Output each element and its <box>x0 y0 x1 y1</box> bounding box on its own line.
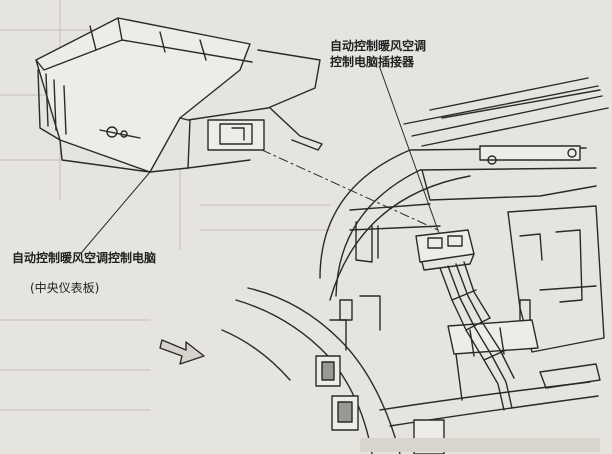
harness-connector <box>415 229 515 411</box>
dashboard-frame <box>319 77 609 351</box>
ecu-leader-line <box>81 171 151 253</box>
lower-dash <box>221 287 601 454</box>
ecu-label-line1: 自动控制暖风空调控制电脑 <box>12 251 157 265</box>
direction-arrow <box>159 339 205 365</box>
connector-leader-line <box>379 67 441 237</box>
ecu-label-line2: (中央仪表板) <box>30 281 100 295</box>
ecu-module <box>35 17 323 173</box>
connector-label-line2: 控制电脑插接器 <box>330 55 415 69</box>
alignment-line <box>261 149 439 231</box>
bottom-caption-shadow <box>360 438 600 452</box>
connector-label-line1: 自动控制暖风空调 <box>330 39 427 53</box>
